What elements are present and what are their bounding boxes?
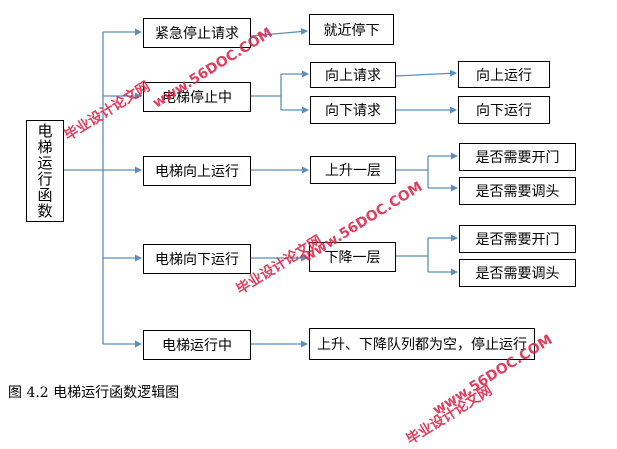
figure-caption: 图 4.2 电梯运行函数逻辑图	[8, 385, 180, 401]
node-elevator-going-up: 电梯向上运行	[143, 156, 251, 186]
node-elevator-going-down: 电梯向下运行	[143, 244, 251, 274]
root-label-char: 数	[37, 202, 53, 220]
node-down-need-turn-around: 是否需要调头	[459, 259, 576, 287]
root-label-char: 函	[37, 186, 53, 204]
node-run-down: 向下运行	[458, 96, 550, 124]
node-down-one-floor: 下降一层	[309, 242, 396, 272]
node-up-one-floor: 上升一层	[310, 156, 396, 184]
root-label-char: 电	[37, 122, 53, 140]
root-label-char: 梯	[37, 138, 53, 156]
node-elevator-running: 电梯运行中	[143, 330, 251, 360]
node-down-need-open-door: 是否需要开门	[459, 225, 576, 253]
node-nearest-stop: 就近停下	[309, 14, 394, 45]
node-run-up: 向上运行	[458, 61, 550, 88]
node-elevator-stopped: 电梯停止中	[143, 82, 251, 112]
node-queues-empty-stop: 上升、下降队列都为空，停止运行	[309, 328, 535, 360]
node-emergency-stop-request: 紧急停止请求	[143, 18, 251, 48]
node-up-request: 向上请求	[310, 62, 396, 88]
node-up-need-turn-around: 是否需要调头	[459, 177, 576, 205]
node-up-need-open-door: 是否需要开门	[459, 143, 576, 171]
node-down-request: 向下请求	[310, 96, 396, 124]
connector-lines	[64, 28, 458, 348]
root-label-char: 运	[37, 154, 53, 172]
root-label-char: 行	[37, 170, 53, 188]
root-node: 电梯运行函数	[26, 120, 64, 222]
